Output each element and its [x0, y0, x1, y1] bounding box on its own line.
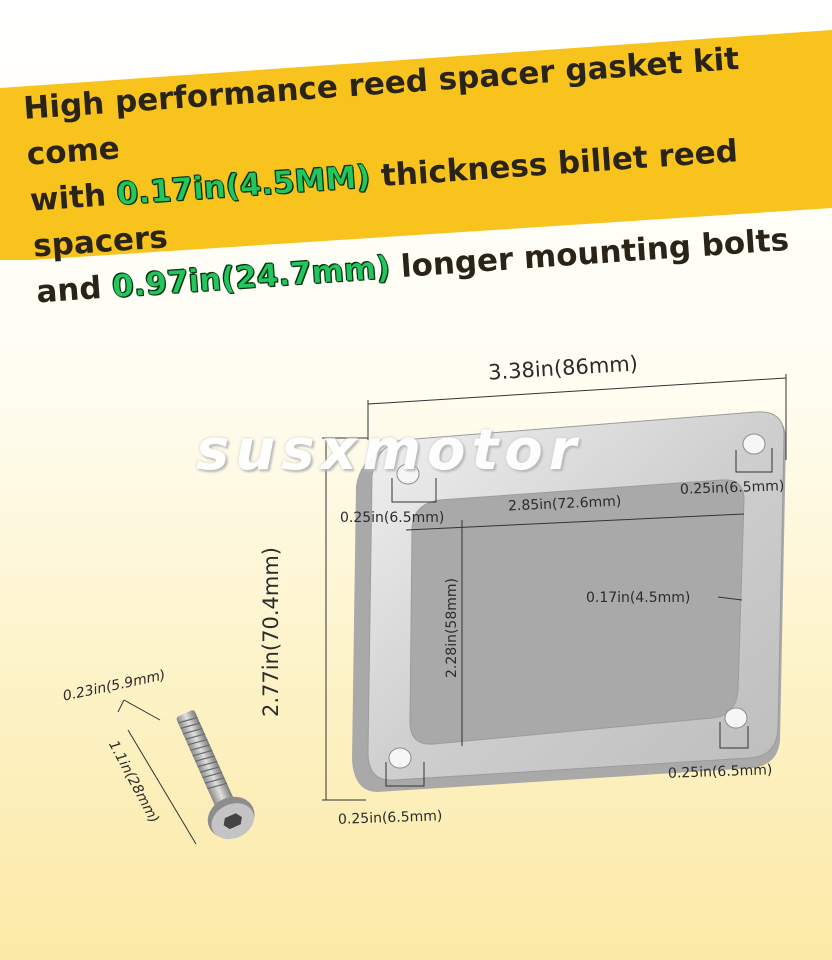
overall-height-label: 2.77in(70.4mm)	[258, 547, 283, 717]
spacer-plate	[367, 411, 785, 781]
hole-bottom-left	[388, 747, 412, 769]
thickness-label: 0.17in(4.5mm)	[586, 590, 691, 606]
spacer-plate-edge	[352, 413, 786, 792]
hole-bottom-right	[724, 707, 748, 729]
watermark: susxmotor	[196, 418, 583, 483]
mounting-bolt	[176, 710, 255, 840]
hole-top-left	[396, 463, 420, 485]
hole-top-right	[742, 433, 766, 455]
inner-height-label: 2.28in(58mm)	[443, 578, 460, 678]
hole-top-left-label: 0.25in(6.5mm)	[340, 510, 445, 526]
headline-banner	[0, 30, 832, 260]
